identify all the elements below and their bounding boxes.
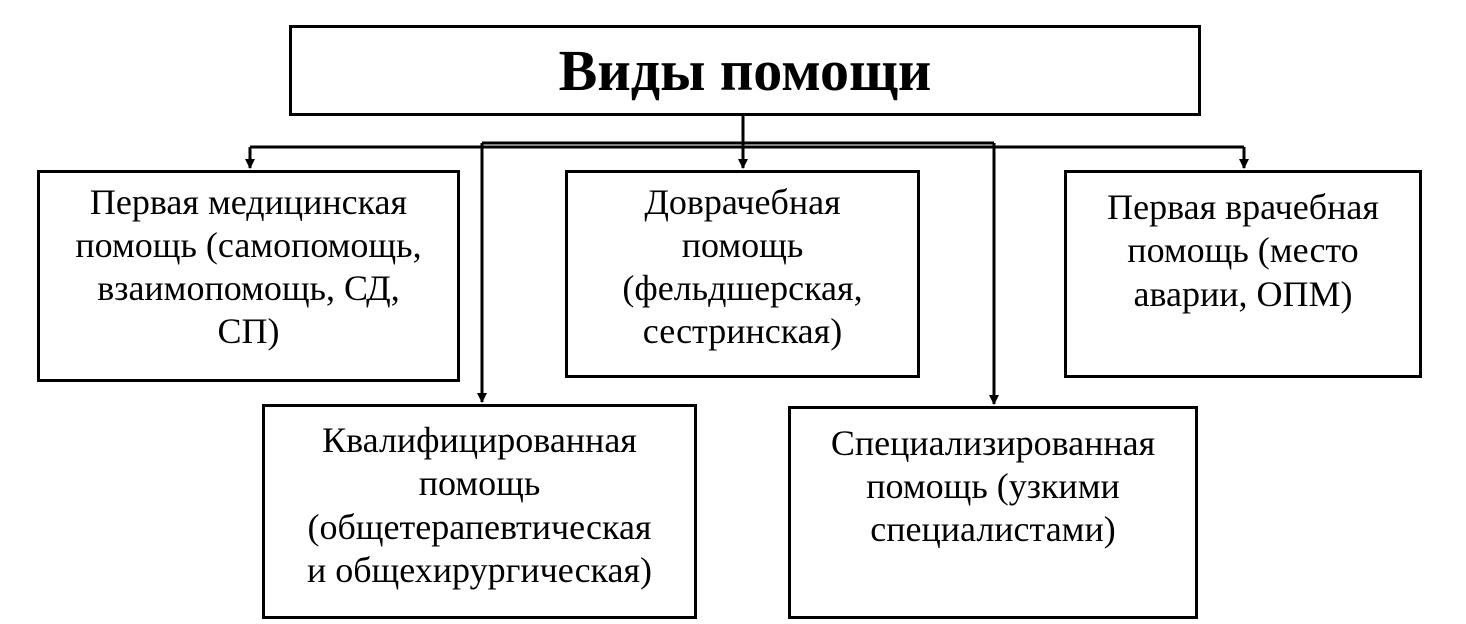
node-label: Первая медицинская помощь (самопомощь, в… (75, 181, 422, 352)
node-qualified-aid: Квалифицированная помощь (общетерапевтич… (262, 404, 697, 619)
node-first-medical-aid: Первая медицинская помощь (самопомощь, в… (37, 170, 460, 382)
node-label: Первая врачебная помощь (место аварии, О… (1107, 187, 1379, 314)
node-specialized-aid: Специализированная помощь (узкими специа… (788, 406, 1198, 619)
root-label: Виды помощи (558, 37, 932, 103)
node-label: Квалифицированная помощь (общетерапевтич… (306, 420, 653, 590)
node-first-doctor-aid: Первая врачебная помощь (место аварии, О… (1064, 170, 1422, 378)
node-label: Доврачебная помощь (фельдшерская, сестри… (622, 181, 863, 352)
node-pre-medical-aid: Доврачебная помощь (фельдшерская, сестри… (565, 170, 920, 378)
root-node: Виды помощи (289, 25, 1201, 116)
node-label: Специализированная помощь (узкими специа… (830, 422, 1156, 550)
